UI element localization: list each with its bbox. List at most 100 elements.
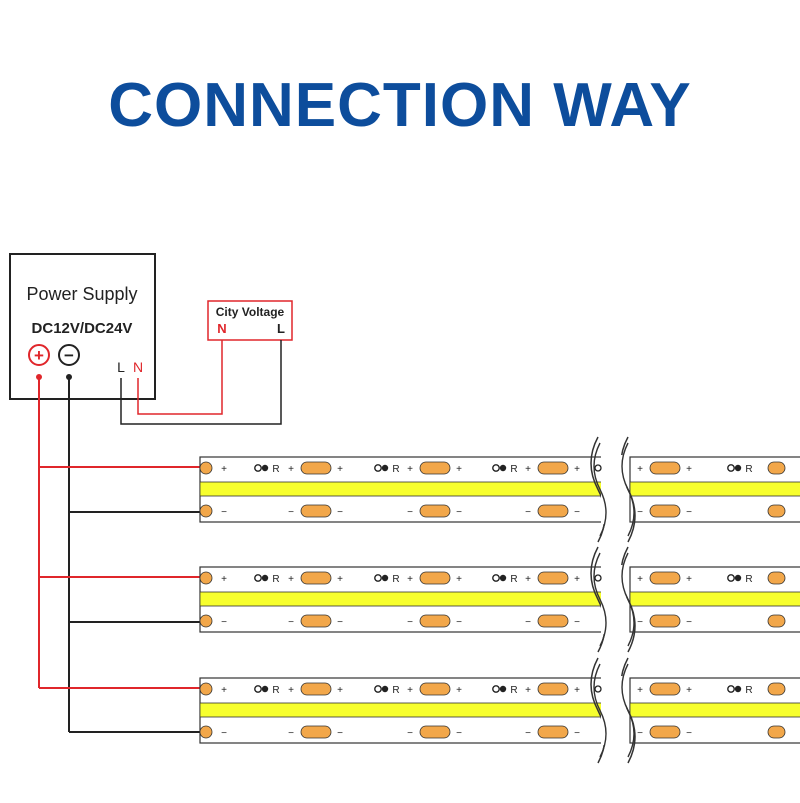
page-title: CONNECTION WAY	[108, 71, 692, 140]
cob-light-band	[629, 591, 800, 607]
resistor-icon	[594, 574, 602, 582]
minus-mark: −	[637, 507, 643, 518]
positive-pad	[767, 461, 786, 475]
plus-mark: +	[574, 574, 580, 585]
plus-mark: +	[456, 574, 462, 585]
minus-mark: −	[456, 728, 462, 739]
negative-pad	[300, 614, 332, 628]
plus-mark: +	[337, 574, 343, 585]
resistor-icon	[261, 685, 269, 693]
positive-pad	[767, 571, 786, 585]
city-voltage: City Voltage N L	[207, 300, 293, 341]
minus-mark: −	[288, 507, 294, 518]
city-voltage-box	[207, 300, 293, 341]
minus-terminal-icon	[58, 344, 80, 366]
cob-light-band	[199, 481, 603, 497]
positive-pad	[537, 571, 569, 585]
plus-mark: +	[456, 685, 462, 696]
resistor-mark: R	[510, 464, 517, 475]
minus-mark: −	[407, 507, 413, 518]
minus-mark: −	[637, 728, 643, 739]
resistor-icon	[492, 685, 500, 693]
negative-pad	[199, 614, 213, 628]
resistor-icon	[492, 574, 500, 582]
negative-pad	[649, 725, 681, 739]
negative-pad	[767, 504, 786, 518]
resistor-mark: R	[510, 685, 517, 696]
positive-pad	[419, 461, 451, 475]
minus-mark: −	[221, 507, 227, 518]
resistor-icon	[734, 464, 742, 472]
plus-mark: +	[686, 464, 692, 475]
negative-pad	[537, 614, 569, 628]
ps-terminal-n: N	[133, 359, 143, 375]
negative-pad	[199, 504, 213, 518]
minus-mark: −	[337, 728, 343, 739]
city-voltage-n: N	[217, 321, 226, 336]
ac-wires	[120, 340, 282, 425]
minus-mark: −	[525, 617, 531, 628]
positive-pad	[767, 682, 786, 696]
minus-mark: −	[288, 617, 294, 628]
negative-pad	[767, 614, 786, 628]
resistor-icon	[499, 685, 507, 693]
plus-mark: +	[288, 685, 294, 696]
negative-pad	[419, 614, 451, 628]
resistor-icon	[734, 685, 742, 693]
resistor-icon	[254, 464, 262, 472]
minus-mark: −	[337, 617, 343, 628]
negative-pad	[537, 725, 569, 739]
plus-mark: +	[525, 685, 531, 696]
minus-mark: −	[637, 617, 643, 628]
resistor-icon	[261, 464, 269, 472]
negative-pad	[649, 614, 681, 628]
cob-light-band	[629, 702, 800, 718]
minus-mark: −	[686, 728, 692, 739]
resistor-icon	[492, 464, 500, 472]
negative-pad	[767, 725, 786, 739]
power-supply-label: Power Supply	[26, 284, 137, 304]
resistor-icon	[734, 574, 742, 582]
minus-terminal-label: −	[64, 346, 74, 365]
resistor-icon	[381, 464, 389, 472]
positive-pad	[300, 461, 332, 475]
strip-cut-curve	[621, 442, 635, 537]
resistor-mark: R	[272, 574, 279, 585]
positive-pad	[649, 571, 681, 585]
negative-pad	[300, 725, 332, 739]
positive-pad	[300, 682, 332, 696]
plus-mark: +	[686, 685, 692, 696]
plus-mark: +	[525, 574, 531, 585]
resistor-icon	[727, 685, 735, 693]
minus-mark: −	[221, 728, 227, 739]
plus-mark: +	[574, 464, 580, 475]
resistor-icon	[594, 685, 602, 693]
plus-mark: +	[637, 464, 643, 475]
negative-pad	[649, 504, 681, 518]
positive-pad	[537, 682, 569, 696]
minus-mark: −	[288, 728, 294, 739]
positive-pad	[649, 682, 681, 696]
plus-terminal-icon	[28, 344, 50, 366]
positive-pad	[199, 461, 213, 475]
resistor-icon	[374, 464, 382, 472]
plus-mark: +	[407, 574, 413, 585]
resistor-icon	[381, 685, 389, 693]
cob-light-band	[199, 702, 603, 718]
cob-light-band	[199, 591, 603, 607]
minus-mark: −	[574, 728, 580, 739]
resistor-mark: R	[392, 574, 399, 585]
plus-mark: +	[525, 464, 531, 475]
resistor-icon	[381, 574, 389, 582]
power-supply-box	[9, 253, 156, 400]
negative-pad	[300, 504, 332, 518]
plus-mark: +	[337, 464, 343, 475]
minus-mark: −	[686, 617, 692, 628]
plus-mark: +	[637, 685, 643, 696]
resistor-icon	[727, 464, 735, 472]
positive-pad	[300, 571, 332, 585]
strip-cut-curve	[593, 663, 607, 758]
resistor-icon	[499, 574, 507, 582]
resistor-mark: R	[745, 464, 752, 475]
